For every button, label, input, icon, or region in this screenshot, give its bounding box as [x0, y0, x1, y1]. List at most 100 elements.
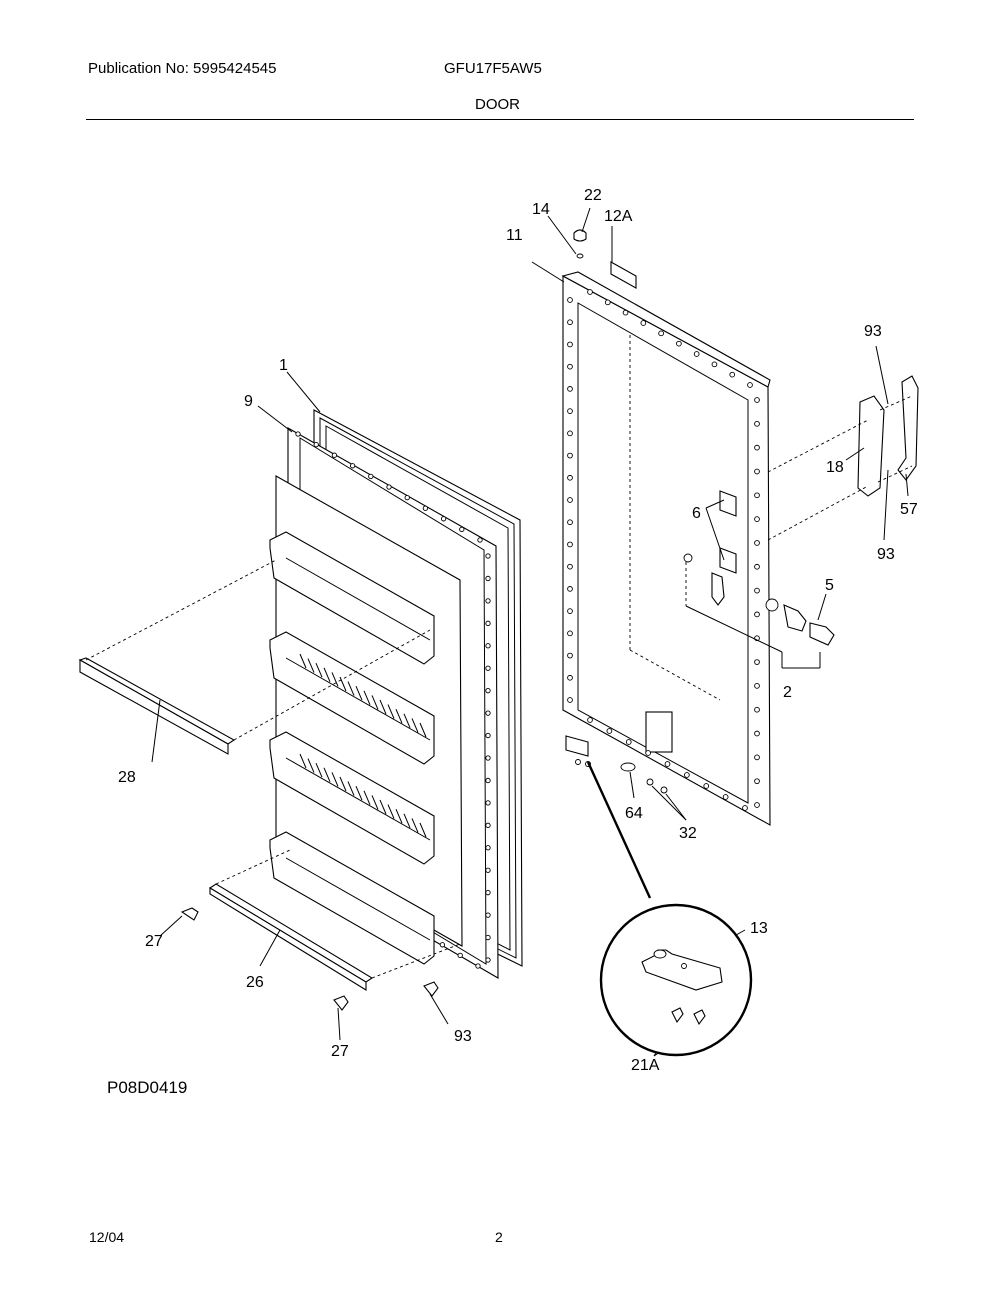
- screw-hole: [754, 420, 760, 427]
- screw-hole: [754, 492, 760, 499]
- screw-hole: [485, 755, 491, 761]
- callout-57: 57: [900, 501, 918, 518]
- screw-hole: [754, 468, 760, 475]
- shelf-bar-28: [78, 657, 236, 755]
- header-rule: [86, 119, 914, 120]
- screw-hole: [567, 519, 573, 526]
- callout-27: 27: [145, 933, 163, 950]
- screw-hole: [457, 952, 463, 959]
- screw-hole: [754, 587, 760, 594]
- screw-hole: [754, 802, 760, 808]
- screw-hole: [368, 473, 374, 480]
- screw-hole: [754, 516, 760, 522]
- screw-hole: [485, 575, 491, 582]
- screw-hole: [567, 297, 573, 303]
- screw-hole: [625, 739, 632, 745]
- screw-hole: [587, 717, 593, 723]
- door-shelf: [269, 531, 435, 665]
- callout-13: 13: [750, 920, 768, 937]
- screw-hole: [313, 441, 319, 448]
- screw-hole: [485, 688, 491, 694]
- screw-hole: [475, 963, 481, 969]
- assembly-lines: [85, 395, 913, 979]
- screw-hole: [567, 586, 573, 592]
- door-shelves: [269, 531, 435, 965]
- screw-hole: [567, 386, 573, 392]
- screw-hole: [640, 320, 647, 326]
- screw-hole: [567, 474, 573, 481]
- screw-hole: [754, 659, 760, 665]
- callout-9: 9: [244, 393, 253, 410]
- callout-28: 28: [118, 769, 136, 786]
- screw-hole: [703, 783, 710, 789]
- screw-hole: [754, 778, 760, 785]
- screw-hole: [754, 754, 760, 761]
- screw-hole: [485, 620, 491, 626]
- screw-hole: [567, 674, 573, 681]
- callout-1: 1: [279, 357, 288, 374]
- outer-door-screw-holes: [567, 289, 760, 811]
- screw-hole: [567, 541, 573, 548]
- screw-hole: [485, 710, 491, 716]
- screw-hole: [567, 697, 573, 703]
- screw-hole: [754, 730, 760, 737]
- screw-hole: [331, 452, 338, 458]
- screw-hole: [604, 299, 611, 306]
- screw-hole: [485, 553, 491, 559]
- leader-lines: [151, 207, 909, 1057]
- screw-hole: [485, 732, 491, 739]
- publication-number: Publication No: 5995424545: [88, 60, 277, 77]
- screw-hole: [754, 706, 760, 713]
- screw-hole: [567, 430, 573, 437]
- screw-hole: [645, 750, 651, 756]
- screw-hole: [567, 408, 573, 414]
- screw-hole: [485, 934, 491, 941]
- screw-hole: [485, 957, 491, 963]
- screw-hole: [404, 494, 410, 501]
- callout-14: 14: [532, 201, 550, 218]
- section-title: DOOR: [475, 96, 520, 113]
- screw-hole: [567, 363, 573, 370]
- screw-hole: [485, 890, 491, 896]
- callout-5: 5: [825, 577, 834, 594]
- outer-door-panel: [561, 271, 771, 826]
- figure-id: P08D0419: [107, 1078, 188, 1097]
- callout-6: 6: [692, 505, 701, 522]
- screw-hole: [676, 340, 682, 347]
- screw-hole: [567, 497, 573, 503]
- label-plate: [610, 261, 637, 289]
- callout-18: 18: [826, 459, 844, 476]
- screw-hole: [722, 794, 729, 800]
- screw-hole: [485, 867, 491, 873]
- callout-11: 11: [506, 227, 523, 244]
- screw-hole: [587, 289, 593, 295]
- footer-date: 12/04: [89, 1229, 125, 1245]
- screw-hole: [742, 805, 748, 811]
- callout-32: 32: [679, 825, 697, 842]
- callout-64: 64: [625, 805, 643, 822]
- screw-hole: [485, 643, 491, 649]
- screw-hole: [459, 526, 465, 533]
- page-number: 2: [495, 1229, 503, 1245]
- callout-27: 27: [331, 1043, 349, 1060]
- plug-and-washer: [573, 229, 587, 259]
- screw-hole: [567, 630, 573, 637]
- screw-hole: [485, 777, 491, 784]
- model-number: GFU17F5AW5: [444, 60, 542, 77]
- shelf-bar-26: [208, 883, 374, 991]
- screw-hole: [477, 537, 483, 543]
- door-handle: [857, 375, 919, 497]
- callout-93: 93: [877, 546, 895, 563]
- screw-hole: [386, 484, 392, 490]
- screw-hole: [485, 665, 491, 671]
- screw-hole: [485, 598, 491, 604]
- screw-hole: [567, 608, 573, 614]
- screw-hole: [440, 516, 447, 522]
- screw-hole: [422, 505, 429, 511]
- screw-hole: [349, 463, 356, 469]
- screw-hole: [754, 540, 760, 546]
- screw-hole: [606, 728, 613, 734]
- screw-hole: [747, 382, 753, 388]
- callout-21a: 21A: [631, 1057, 660, 1074]
